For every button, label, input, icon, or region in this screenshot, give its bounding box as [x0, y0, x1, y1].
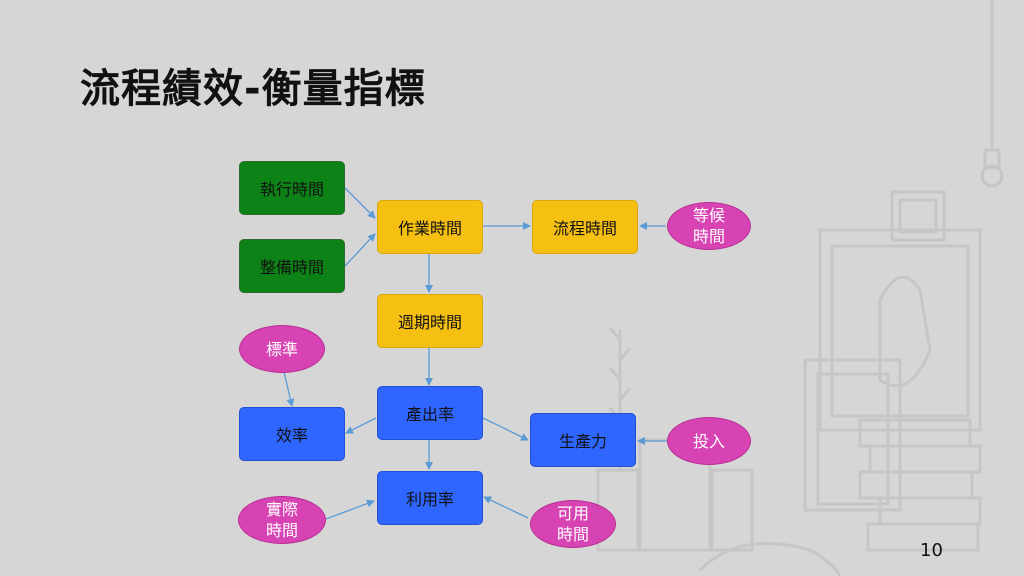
- node-utilization: 利用率: [377, 471, 483, 525]
- node-available-time-label: 可用 時間: [556, 504, 589, 544]
- page-number: 10: [920, 540, 943, 561]
- node-available-time: 可用 時間: [530, 500, 616, 548]
- edge-standard-to-efficiency: [283, 371, 295, 407]
- edge-output-to-efficiency: [345, 417, 377, 434]
- edge-actual-to-utilization: [325, 499, 375, 520]
- node-input: 投入: [667, 417, 751, 465]
- node-wait-time: 等候 時間: [667, 202, 751, 250]
- edge-exec-to-operation: [344, 187, 376, 219]
- node-wait-time-label: 等候 時間: [692, 206, 725, 246]
- node-process-time: 流程時間: [532, 200, 638, 254]
- node-efficiency: 效率: [239, 407, 345, 461]
- node-actual-time: 實際 時間: [238, 496, 326, 544]
- node-cycle-time: 週期時間: [377, 294, 483, 348]
- node-setup-time: 整備時間: [239, 239, 345, 293]
- node-actual-time-label: 實際 時間: [265, 500, 298, 540]
- node-standard: 標準: [239, 325, 325, 373]
- node-standard-label: 標準: [265, 339, 298, 359]
- edge-output-to-productivity: [482, 417, 529, 441]
- node-output-rate: 產出率: [377, 386, 483, 440]
- node-input-label: 投入: [692, 431, 725, 451]
- edge-available-to-utilization: [483, 496, 529, 519]
- edge-setup-to-operation: [344, 233, 376, 267]
- node-productivity: 生產力: [530, 413, 636, 467]
- slide-title: 流程績效-衡量指標: [80, 66, 426, 112]
- node-operation-time: 作業時間: [377, 200, 483, 254]
- node-exec-time: 執行時間: [239, 161, 345, 215]
